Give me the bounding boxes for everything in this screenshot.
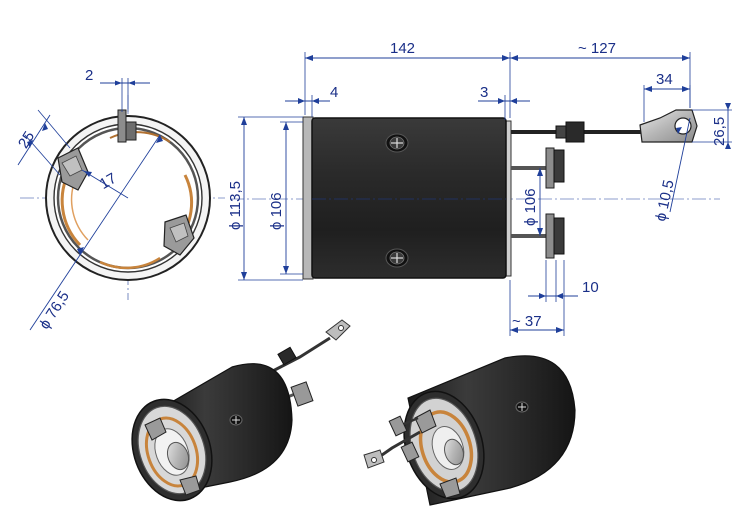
- dim-terminal-offset: 10: [528, 260, 599, 302]
- brush-lower-right: [163, 214, 195, 256]
- iso-view-left: [131, 319, 351, 502]
- dim-brush-depth-label: 17: [97, 170, 120, 193]
- dim-lug-height: 26,5: [692, 103, 732, 149]
- dim-end-slot: 2: [85, 67, 150, 112]
- top-terminal-tab: [117, 109, 127, 143]
- dim-body-diameter-label: ϕ 106: [268, 192, 285, 230]
- dim-left-gap-label: 4: [330, 84, 338, 101]
- bottom-screw-icon: [385, 248, 409, 268]
- dim-cable-length-label: ~ 127: [578, 40, 616, 57]
- dim-outer-diameter-label: ϕ 113,5: [227, 181, 244, 230]
- terminal-lower: [511, 213, 565, 259]
- dim-terminal-spacing-label: ϕ 106: [522, 188, 539, 226]
- dim-top-length-label: 142: [390, 40, 415, 57]
- terminal-upper: [511, 147, 565, 189]
- brush-upper-left: [57, 147, 89, 191]
- dim-brush-depth: 17: [81, 169, 129, 199]
- dim-right-gap: 3: [478, 84, 530, 120]
- end-view: 2 25 17 ϕ 76,5: [15, 67, 225, 332]
- iso-view-right: [363, 355, 576, 506]
- iso-right-screw-icon: [515, 401, 529, 413]
- power-cable: [511, 121, 644, 143]
- cable-grommet: [565, 121, 585, 143]
- dim-brush-width-label: 25: [15, 128, 38, 151]
- copper-spring-top: [109, 131, 171, 143]
- dim-terminal-spacing: ϕ 106: [522, 168, 543, 236]
- dim-outer-diameter: ϕ 113,5: [227, 116, 303, 281]
- dim-brush-width: 25: [15, 109, 71, 176]
- motor-housing: [311, 117, 507, 279]
- dim-top-length: 142: [304, 40, 511, 118]
- dim-terminal-offset-label: 10: [582, 279, 599, 296]
- dim-lug-width: 34: [643, 71, 691, 122]
- dim-end-slot-label: 2: [85, 67, 93, 84]
- copper-spring-bottom: [99, 256, 161, 270]
- iso-left-screw-icon: [229, 414, 243, 426]
- dim-terminal-length-label: ~ 37: [512, 313, 542, 330]
- iso-left-lug: [325, 319, 351, 341]
- dim-cable-length: ~ 127: [510, 40, 691, 108]
- dim-lug-hole-label: ϕ 10,5: [652, 178, 677, 222]
- dim-lug-height-label: 26,5: [711, 117, 728, 146]
- top-screw-icon: [385, 133, 409, 153]
- dim-bore-diameter-label: ϕ 76,5: [36, 288, 73, 332]
- side-view: 142 ~ 127 34 26,5: [227, 40, 732, 336]
- dim-body-diameter: ϕ 106: [268, 121, 303, 275]
- dim-right-gap-label: 3: [480, 84, 488, 101]
- dim-terminal-length: ~ 37: [509, 260, 565, 336]
- dim-lug-width-label: 34: [656, 71, 673, 88]
- dim-left-gap: 4: [285, 84, 338, 117]
